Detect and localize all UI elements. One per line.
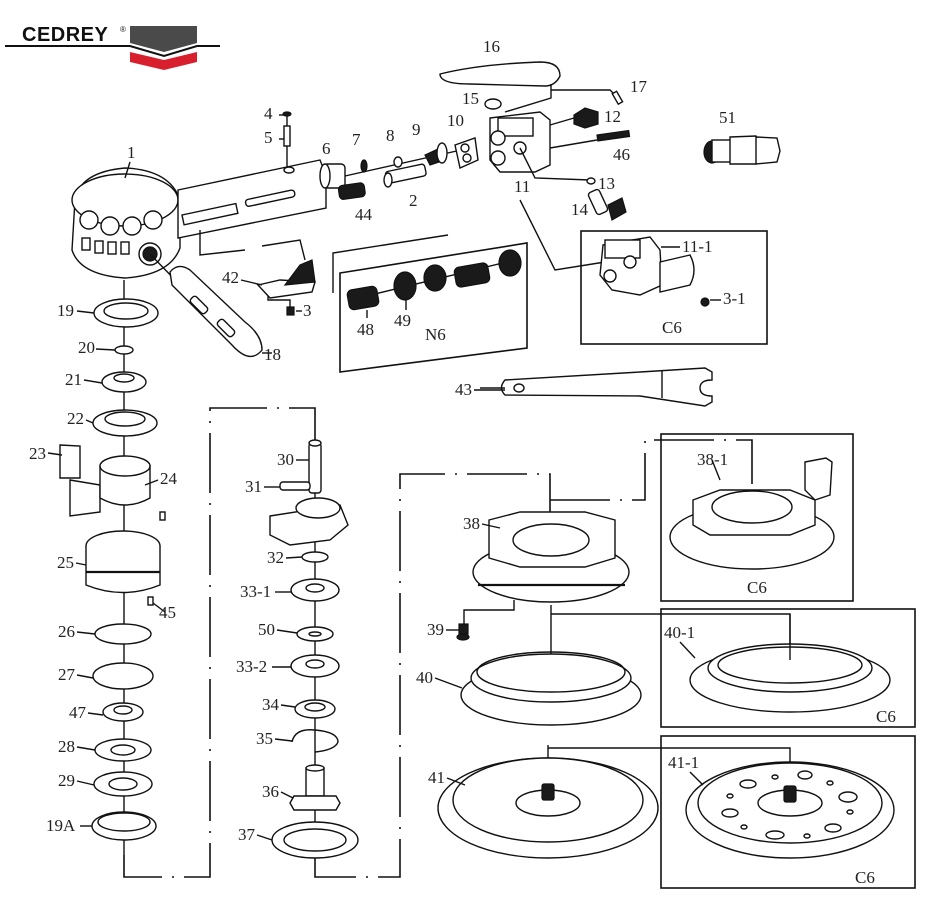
label-47: 47 (69, 703, 87, 722)
label-12: 12 (604, 107, 621, 126)
variant-box-c6-pad-holder (660, 433, 854, 602)
variant-box-c6-shroud (660, 608, 916, 728)
label-5: 5 (264, 128, 273, 147)
label-17: 17 (630, 77, 648, 96)
label-27: 27 (58, 665, 76, 684)
c6-shroud-label: C6 (876, 707, 896, 726)
part-1-motor-housing (71, 159, 327, 279)
part-4-5-pin (282, 111, 295, 174)
variant-box-n6 (332, 234, 528, 373)
variant-box-c6-pad (660, 735, 916, 889)
label-24: 24 (160, 469, 178, 488)
label-48: 48 (357, 320, 374, 339)
registered-mark: ® (120, 25, 126, 34)
label-7: 7 (352, 130, 361, 149)
label-28: 28 (58, 737, 75, 756)
leader-lines (47, 114, 721, 841)
c6-housing-label: C6 (662, 318, 682, 337)
label-10: 10 (447, 111, 464, 130)
label-51: 51 (719, 108, 736, 127)
part-39-leader (463, 600, 515, 625)
label-21: 21 (65, 370, 82, 389)
label-42: 42 (222, 268, 239, 287)
label-37: 37 (238, 825, 256, 844)
label-22: 22 (67, 409, 84, 428)
label-38-1: 38-1 (697, 450, 728, 469)
label-36: 36 (262, 782, 279, 801)
part-18-side-handle (149, 253, 272, 358)
label-50: 50 (258, 620, 275, 639)
label-45: 45 (159, 603, 176, 622)
label-31: 31 (245, 477, 262, 496)
n6-box-label: N6 (425, 325, 446, 344)
label-19: 19 (57, 301, 74, 320)
label-26: 26 (58, 622, 75, 641)
brand-chevron-icon (5, 26, 220, 70)
assembly-line-left (123, 407, 316, 878)
part-labels: 1 4 5 6 7 8 9 10 16 15 17 12 46 51 13 14… (29, 37, 896, 887)
label-41: 41 (428, 768, 445, 787)
label-25: 25 (57, 553, 74, 572)
part-11-17-throttle-assembly (439, 61, 631, 221)
label-40-1: 40-1 (664, 623, 695, 642)
label-11: 11 (514, 177, 530, 196)
label-33-2: 33-2 (236, 657, 267, 676)
label-41-1: 41-1 (668, 753, 699, 772)
label-18: 18 (264, 345, 281, 364)
part-6-10-valve-assembly (319, 137, 479, 200)
label-2: 2 (409, 191, 418, 210)
assembly-line-pad-holder-variant (550, 439, 753, 501)
label-33-1: 33-1 (240, 582, 271, 601)
c6-pad-label: C6 (855, 868, 875, 887)
label-49: 49 (394, 311, 411, 330)
label-34: 34 (262, 695, 280, 714)
label-4: 4 (264, 104, 273, 123)
brand-logo: CEDREY ® (0, 0, 240, 80)
brand-name: CEDREY (22, 24, 109, 46)
label-44: 44 (355, 205, 373, 224)
label-1: 1 (127, 143, 136, 162)
part-43-spanner-wrench (480, 367, 713, 407)
label-20: 20 (78, 338, 95, 357)
label-14: 14 (571, 200, 589, 219)
left-column-parts (59, 280, 166, 855)
part-39-screw (456, 623, 470, 641)
c6-pad-holder-label: C6 (747, 578, 767, 597)
variant-box-c6-housing (519, 199, 768, 345)
label-19A: 19A (46, 816, 76, 835)
part-40-shroud (460, 605, 642, 726)
label-3: 3 (303, 301, 312, 320)
label-6: 6 (322, 139, 331, 158)
assembly-line-middle (314, 473, 551, 878)
label-13: 13 (598, 174, 615, 193)
label-38: 38 (463, 514, 480, 533)
label-35: 35 (256, 729, 273, 748)
part-42-lever-bracket (199, 230, 316, 316)
label-11-1: 11-1 (682, 237, 713, 256)
label-23: 23 (29, 444, 46, 463)
label-29: 29 (58, 771, 75, 790)
middle-column-parts (269, 439, 359, 859)
label-9: 9 (412, 120, 421, 139)
label-32: 32 (267, 548, 284, 567)
label-16: 16 (483, 37, 500, 56)
part-51-air-inlet-fitting (703, 135, 781, 165)
label-39: 39 (427, 620, 444, 639)
part-38-pad-holder (472, 511, 630, 603)
part-41-backing-pad (437, 745, 659, 859)
label-40: 40 (416, 668, 433, 687)
label-30: 30 (277, 450, 294, 469)
label-3-1: 3-1 (723, 289, 746, 308)
label-15: 15 (462, 89, 479, 108)
label-46: 46 (613, 145, 630, 164)
label-43: 43 (455, 380, 472, 399)
label-8: 8 (386, 126, 395, 145)
